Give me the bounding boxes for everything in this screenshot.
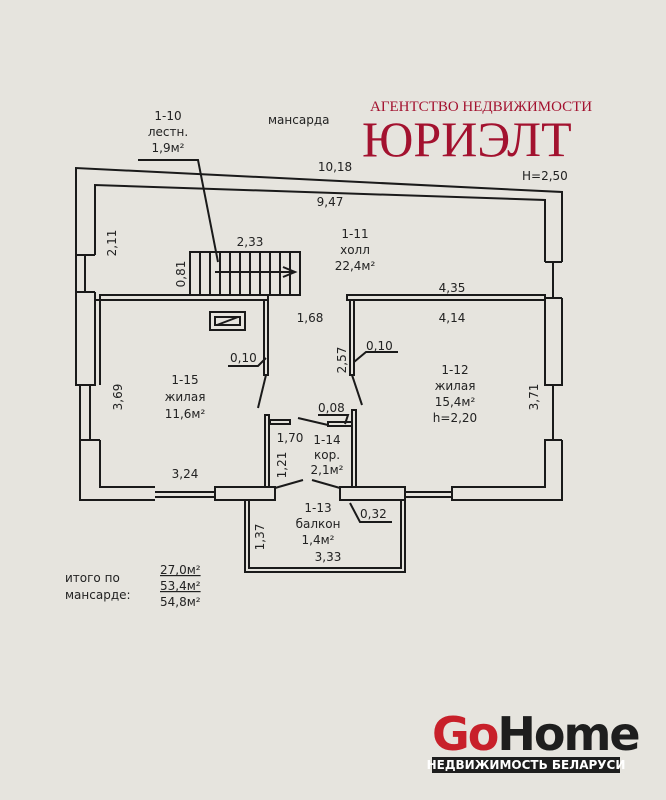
dim-hall-gap: 1,68 bbox=[297, 311, 324, 325]
room-id: 1-13 bbox=[304, 501, 331, 515]
dim-inner-top: 9,47 bbox=[317, 195, 344, 209]
room-name: жилая bbox=[435, 379, 476, 393]
room-area: 15,4м² bbox=[435, 395, 476, 409]
gohome-logo: GoHome НЕДВИЖИМОСТЬ БЕЛАРУСИ bbox=[427, 707, 641, 773]
dim-right-top-inner: 4,14 bbox=[439, 311, 466, 325]
dim-right-height: 3,71 bbox=[527, 384, 541, 411]
leader-lines bbox=[228, 351, 398, 523]
dim-stair-len: 2,33 bbox=[237, 235, 264, 249]
room-id: 1-15 bbox=[171, 373, 198, 387]
watermark-logo: ЮРИЭЛТ bbox=[362, 111, 572, 167]
room-area: 1,4м² bbox=[302, 533, 335, 547]
watermark-line1: АГЕНТСТВО НЕДВИЖИМОСТИ bbox=[370, 99, 592, 115]
total-with-balcony: 54,8м² bbox=[160, 595, 201, 609]
room-1-15: 1-15 жилая 11,6м² bbox=[165, 373, 206, 421]
room-id: 1-12 bbox=[441, 363, 468, 377]
dim-corr-door: 0,08 bbox=[318, 401, 345, 415]
room-id: 1-10 bbox=[154, 109, 181, 123]
dim-left-upper: 2,11 bbox=[105, 230, 119, 257]
room-1-14: 1-14 кор. 2,1м² bbox=[311, 433, 344, 477]
room-area: 11,6м² bbox=[165, 407, 206, 421]
watermark-uriel: АГЕНТСТВО НЕДВИЖИМОСТИ ЮРИЭЛТ bbox=[362, 99, 592, 167]
totals: итого по мансарде: 27,0м² 53,4м² 54,8м² bbox=[65, 563, 201, 609]
total-area: 53,4м² bbox=[160, 579, 201, 593]
totals-label: итого по bbox=[65, 571, 120, 585]
room-name: жилая bbox=[165, 390, 206, 404]
logo-text: GoHome bbox=[432, 707, 639, 761]
dim-stair-width: 0,81 bbox=[174, 261, 188, 288]
dim-right-door: 0,10 bbox=[366, 339, 393, 353]
height-label: H=2,50 bbox=[522, 169, 568, 183]
room-1-13: 1-13 балкон 1,4м² bbox=[296, 501, 341, 547]
dim-outer-top: 10,18 bbox=[318, 160, 352, 174]
room-1-10: 1-10 лестн. 1,9м² bbox=[148, 109, 188, 155]
room-name: холл bbox=[340, 243, 370, 257]
room-name: балкон bbox=[296, 517, 341, 531]
room-height: h=2,20 bbox=[433, 411, 477, 425]
logo-tagline: НЕДВИЖИМОСТЬ БЕЛАРУСИ bbox=[427, 758, 626, 772]
dim-left-bottom: 3,24 bbox=[172, 467, 199, 481]
logo-tagline-bg bbox=[432, 757, 620, 773]
room-area: 22,4м² bbox=[335, 259, 376, 273]
dim-corr-len: 1,21 bbox=[275, 452, 289, 479]
room-name: кор. bbox=[314, 448, 340, 462]
labels: мансарда H=2,50 10,18 9,47 2,11 2,33 0,8… bbox=[65, 109, 568, 609]
dim-balcony-len: 3,33 bbox=[315, 550, 342, 564]
staircase bbox=[138, 159, 301, 296]
dim-left-height: 3,69 bbox=[111, 384, 125, 411]
room-area: 2,1м² bbox=[311, 463, 344, 477]
total-living: 27,0м² bbox=[160, 563, 201, 577]
room-area: 1,9м² bbox=[152, 141, 185, 155]
dim-balcony-side: 1,37 bbox=[253, 524, 267, 551]
totals-label: мансарде: bbox=[65, 588, 131, 602]
room-1-12: 1-12 жилая 15,4м² h=2,20 bbox=[433, 363, 477, 425]
room-1-11: 1-11 холл 22,4м² bbox=[335, 227, 376, 273]
room-id: 1-11 bbox=[341, 227, 368, 241]
dim-balcony-offset: 0,32 bbox=[360, 507, 387, 521]
dim-left-door: 0,10 bbox=[230, 351, 257, 365]
dim-right-top-outer: 4,35 bbox=[439, 281, 466, 295]
room-id: 1-14 bbox=[313, 433, 340, 447]
floor-label: мансарда bbox=[268, 113, 329, 127]
walls bbox=[75, 166, 563, 573]
room-name: лестн. bbox=[148, 125, 188, 139]
dim-corr-width: 1,70 bbox=[277, 431, 304, 445]
dim-right-wall: 2,57 bbox=[335, 347, 349, 374]
